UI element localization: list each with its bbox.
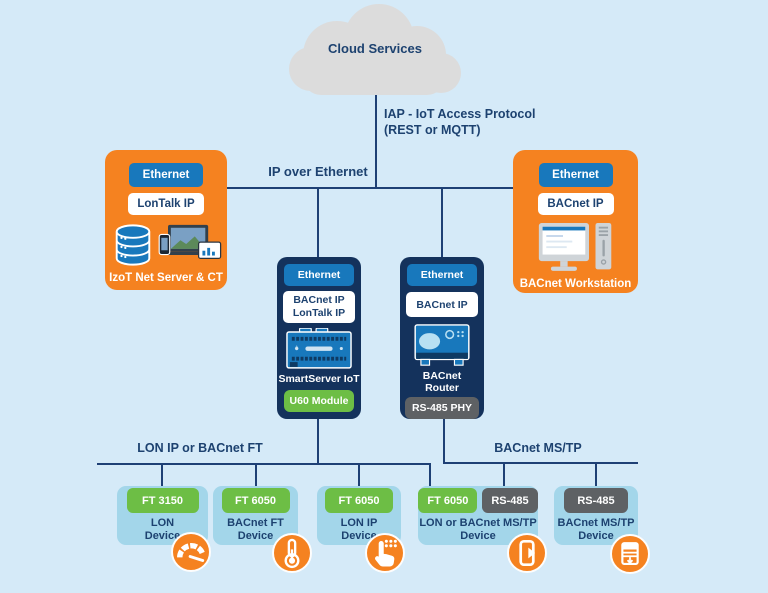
lon-bus-label: LON IP or BACnet FT xyxy=(137,441,263,455)
bacnet-router-node: Ethernet BACnet IP BACnet Router RS-485 … xyxy=(400,257,484,419)
device-lon-or-bacnet-mstp: FT 6050 RS-485 LON or BACnet MS/TP Devic… xyxy=(418,486,538,545)
router-bacnetip-pill: BACnet IP xyxy=(406,292,478,317)
connector-lon-bus-corner xyxy=(429,463,431,487)
smartserver-protocol-line2: LonTalk IP xyxy=(292,307,346,319)
iap-protocol-line1: IAP - IoT Access Protocol xyxy=(384,107,536,121)
connector-device2-drop xyxy=(255,464,257,487)
device5-rs485-pill: RS-485 xyxy=(564,488,628,513)
device-lonip-ft6050-pill: FT 6050 xyxy=(325,488,393,513)
smartserver-iot-node: Ethernet BACnet IP LonTalk IP SmartServe… xyxy=(277,257,361,419)
desktop-computer-icon xyxy=(538,223,611,271)
iap-protocol-label: IAP - IoT Access Protocol (REST or MQTT) xyxy=(384,107,535,138)
router-node-label-line1: BACnet xyxy=(422,370,462,382)
izot-net-server-node: Ethernet LonTalk IP xyxy=(105,150,227,290)
cloud-services-label: Cloud Services xyxy=(328,41,422,56)
smartserver-protocol-line1: BACnet IP xyxy=(293,294,345,306)
smartserver-ethernet-pill: Ethernet xyxy=(284,264,354,286)
izot-ethernet-pill: Ethernet xyxy=(129,163,203,187)
gauge-icon xyxy=(171,532,211,572)
router-ethernet-pill: Ethernet xyxy=(407,264,477,286)
izot-node-label: IzoT Net Server & CT xyxy=(109,272,223,284)
smartserver-node-label: SmartServer IoT xyxy=(278,373,360,385)
router-node-label-line2: Router xyxy=(425,382,459,394)
device-lon-ip-label: LON IP Device xyxy=(340,517,378,542)
client-screens-icon xyxy=(158,224,222,260)
u60-module-pill: U60 Module xyxy=(284,390,354,412)
connector-smartserver-top xyxy=(317,188,319,258)
connector-device5-drop xyxy=(595,463,597,487)
device-lon-label: LON Device xyxy=(144,517,181,542)
router-node-label: BACnet Router xyxy=(423,370,462,394)
connector-device3-drop xyxy=(358,464,360,487)
bacnet-workstation-node: Ethernet BACnet IP BACnet Workstation xyxy=(513,150,638,293)
cloud-icon xyxy=(289,4,461,95)
connector-cloud-drop xyxy=(375,88,377,188)
connector-lon-bus xyxy=(97,463,431,465)
connector-mstp-bus xyxy=(443,462,638,464)
device-lon-or-bacnet-mstp-label: LON or BACnet MS/TP Device xyxy=(419,517,537,542)
connector-ethernet-bus xyxy=(227,187,513,189)
rs485-phy-pill: RS-485 PHY xyxy=(405,397,479,419)
workstation-bacnetip-pill: BACnet IP xyxy=(537,193,614,215)
router-device-icon xyxy=(414,324,470,366)
smartserver-device-icon xyxy=(286,328,352,369)
touch-hand-icon xyxy=(365,533,405,573)
device-bacnet-ft-label: BACnet FT Device xyxy=(227,517,284,542)
workstation-node-label: BACnet Workstation xyxy=(519,278,632,290)
device4-ft6050-pill: FT 6050 xyxy=(418,488,478,513)
door-icon xyxy=(507,533,547,573)
smartserver-protocol-pill: BACnet IP LonTalk IP xyxy=(283,291,355,323)
device-bacnetft-ft6050-pill: FT 6050 xyxy=(221,488,290,513)
connector-router-bottom xyxy=(443,418,445,464)
connector-device4-drop xyxy=(503,463,505,487)
device-bacnet-mstp-label: BACnet MS/TP Device xyxy=(557,517,635,542)
connector-router-top xyxy=(441,188,443,258)
ethernet-bus-label: IP over Ethernet xyxy=(268,164,368,179)
device-lon-ft3150-pill: FT 3150 xyxy=(126,488,199,513)
iap-protocol-line2: (REST or MQTT) xyxy=(384,122,481,137)
thermometer-icon xyxy=(272,533,312,573)
window-blinds-icon xyxy=(610,534,650,574)
database-stack-icon xyxy=(115,224,151,266)
izot-lontalk-pill: LonTalk IP xyxy=(128,193,204,215)
workstation-ethernet-pill: Ethernet xyxy=(538,163,613,187)
device-lon-ip: FT 6050 LON IP Device xyxy=(317,486,401,545)
connector-device1-drop xyxy=(161,464,163,487)
cloud-services: Cloud Services xyxy=(285,3,465,103)
connector-smartserver-bottom xyxy=(317,418,319,465)
device4-rs485-pill: RS-485 xyxy=(482,488,538,513)
mstp-bus-label: BACnet MS/TP xyxy=(494,441,582,455)
